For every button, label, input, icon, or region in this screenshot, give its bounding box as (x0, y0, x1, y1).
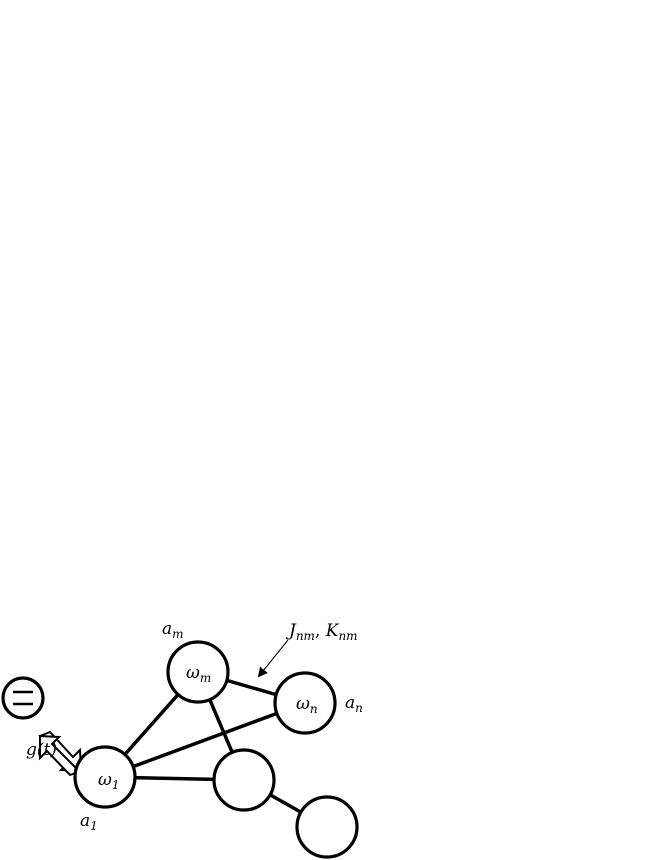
node-omega-1 (73, 745, 137, 809)
coupling-double-arrow (38, 730, 83, 777)
equals-sign-icon (13, 690, 33, 706)
drive-node (1, 676, 45, 720)
node-omega-n (273, 671, 337, 735)
coupling-pointer-arrow (257, 639, 289, 678)
label-a-1: a1 (80, 811, 98, 833)
node-label-omega-n: ωn (296, 694, 318, 716)
label-a-n: an (345, 693, 363, 715)
node-unlabeled-middle (212, 748, 276, 812)
node-label-omega-1: ω1 (98, 770, 120, 792)
label-a-m: am (162, 619, 184, 641)
node-omega-m (166, 640, 230, 704)
label-coupling-jk: Jnm, Knm (286, 621, 358, 643)
nodes (1, 640, 359, 859)
edge-omega1-omegan (103, 701, 307, 779)
node-label-omega-m: ωm (186, 663, 211, 685)
label-g-t: g(t) (26, 740, 57, 760)
node-unlabeled-bottom (295, 795, 359, 859)
